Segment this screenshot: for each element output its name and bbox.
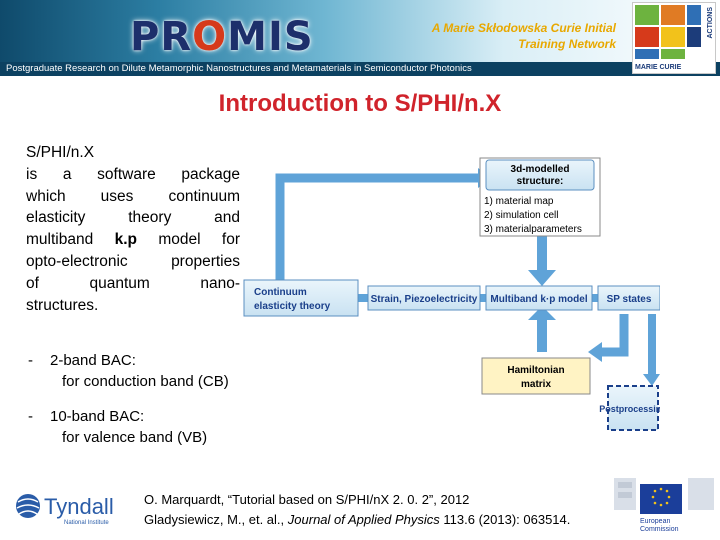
sp-states-box xyxy=(597,285,660,311)
structure-item: 3) materialparameters xyxy=(484,224,582,235)
intro-line: of quantum nano- xyxy=(26,274,240,292)
kp-bold: k.p xyxy=(114,231,137,249)
intro-line: structures. xyxy=(26,296,99,314)
intro-text: model for xyxy=(158,231,240,249)
connector xyxy=(480,294,486,302)
bullet-sub: for valence band (VB) xyxy=(62,429,208,446)
tyndall-name: Tyndall xyxy=(44,494,114,519)
hamiltonian-box xyxy=(481,357,591,395)
arrow-head xyxy=(528,270,556,286)
slide-title: Introduction to S/PHI/n.X xyxy=(218,90,502,117)
hamiltonian-label-1: Hamiltonian xyxy=(507,365,564,376)
logo-tile xyxy=(661,27,685,47)
intro-line: which uses continuum xyxy=(26,187,240,205)
arrow-loop-top xyxy=(275,173,478,280)
network-line-2: Training Network xyxy=(518,37,616,51)
tyndall-sub: National Institute xyxy=(64,520,109,526)
network-tagline: A Marie Skłodowska Curie Initial Trainin… xyxy=(386,20,616,52)
sp-states-label: SP states xyxy=(607,294,652,305)
reference-journal: Journal of Applied Physics xyxy=(287,512,440,527)
logo-tile xyxy=(687,5,701,25)
eu-label-2: Commission xyxy=(640,526,679,533)
intro-line-kp: multiband k.p model for xyxy=(26,229,240,251)
eu-label-1: European xyxy=(640,518,671,525)
mc-logo-actions-text: ACTIONS xyxy=(707,7,714,39)
header-subtitle: Postgraduate Research on Dilute Metamorp… xyxy=(6,63,472,74)
eu-graphic xyxy=(614,478,714,514)
postprocessing-box xyxy=(607,385,659,431)
structure-title-2: structure: xyxy=(517,176,564,187)
bullet-sub: for conduction band (CB) xyxy=(62,373,229,390)
arrow-sp-down xyxy=(602,314,629,357)
hamiltonian-label-2: matrix xyxy=(521,379,551,390)
intro-line: opto-electronic properties xyxy=(26,252,240,270)
arrow-head xyxy=(643,374,660,386)
multiband-label: Multiband k·p model xyxy=(490,294,587,305)
arrow-shaft xyxy=(537,234,547,272)
connector xyxy=(358,294,368,302)
strain-box xyxy=(367,285,481,311)
intro-line: is a software package xyxy=(26,165,240,183)
logo-tile xyxy=(687,27,701,47)
network-line-1: A Marie Skłodowska Curie Initial xyxy=(431,21,616,35)
reference-line-1: O. Marquardt, “Tutorial based on S/PHI/n… xyxy=(144,492,470,507)
multiband-box xyxy=(485,285,593,311)
marie-curie-actions-logo: ACTIONS MARIE CURIE xyxy=(632,2,716,74)
continuum-label-2: elasticity theory xyxy=(254,301,331,312)
strain-label: Strain, Piezoelectricity xyxy=(371,294,478,305)
intro-line: elasticity theory and xyxy=(26,209,240,227)
logo-tile xyxy=(635,5,659,25)
structure-title: 3d-modelled xyxy=(511,164,570,175)
bullet-main: 2-band BAC: xyxy=(50,352,136,369)
arrow-shaft xyxy=(537,316,547,352)
structure-title-box xyxy=(485,159,595,191)
bullet-main: 10-band BAC: xyxy=(50,408,145,425)
intro-text: multiband xyxy=(26,231,94,249)
intro-line: S/PHI/n.X xyxy=(26,144,95,161)
logo-tile xyxy=(635,49,659,59)
bullet-dash: - xyxy=(28,352,33,369)
continuum-box xyxy=(243,279,359,317)
promis-logo: PROMIS xyxy=(130,14,314,60)
arrow-head xyxy=(528,306,556,320)
subtitle-band xyxy=(0,62,720,76)
connector xyxy=(592,294,598,302)
structure-item: 1) material map xyxy=(484,196,554,207)
arrow-head xyxy=(588,342,602,362)
mc-logo-text: MARIE CURIE xyxy=(635,64,682,71)
logo-tile xyxy=(635,27,659,47)
logo-tile xyxy=(661,49,685,59)
continuum-label-1: Continuum xyxy=(254,287,307,298)
intro-paragraph: S/PHI/n.X is a software package which us… xyxy=(26,142,240,316)
european-commission-logo: European Commission xyxy=(612,474,716,536)
reference: O. Marquardt, “Tutorial based on S/PHI/n… xyxy=(144,490,570,530)
tyndall-logo: Tyndall National Institute xyxy=(16,494,114,526)
eu-label: European Commission xyxy=(640,518,679,534)
postprocessing-label: Postprocessing xyxy=(599,404,660,414)
bullet-dash: - xyxy=(28,408,33,425)
reference-line-2: Gladysiewicz, M., et. al., Journal of Ap… xyxy=(144,510,570,530)
structure-item: 2) simulation cell xyxy=(484,210,558,221)
workflow-diagram: 3d-modelled structure: 1) material map 2… xyxy=(243,157,660,431)
logo-tile xyxy=(661,5,685,25)
reference-authors: Gladysiewicz, M., et. al., xyxy=(144,512,285,527)
reference-volume: 113.6 (2013): 063514. xyxy=(443,512,571,527)
